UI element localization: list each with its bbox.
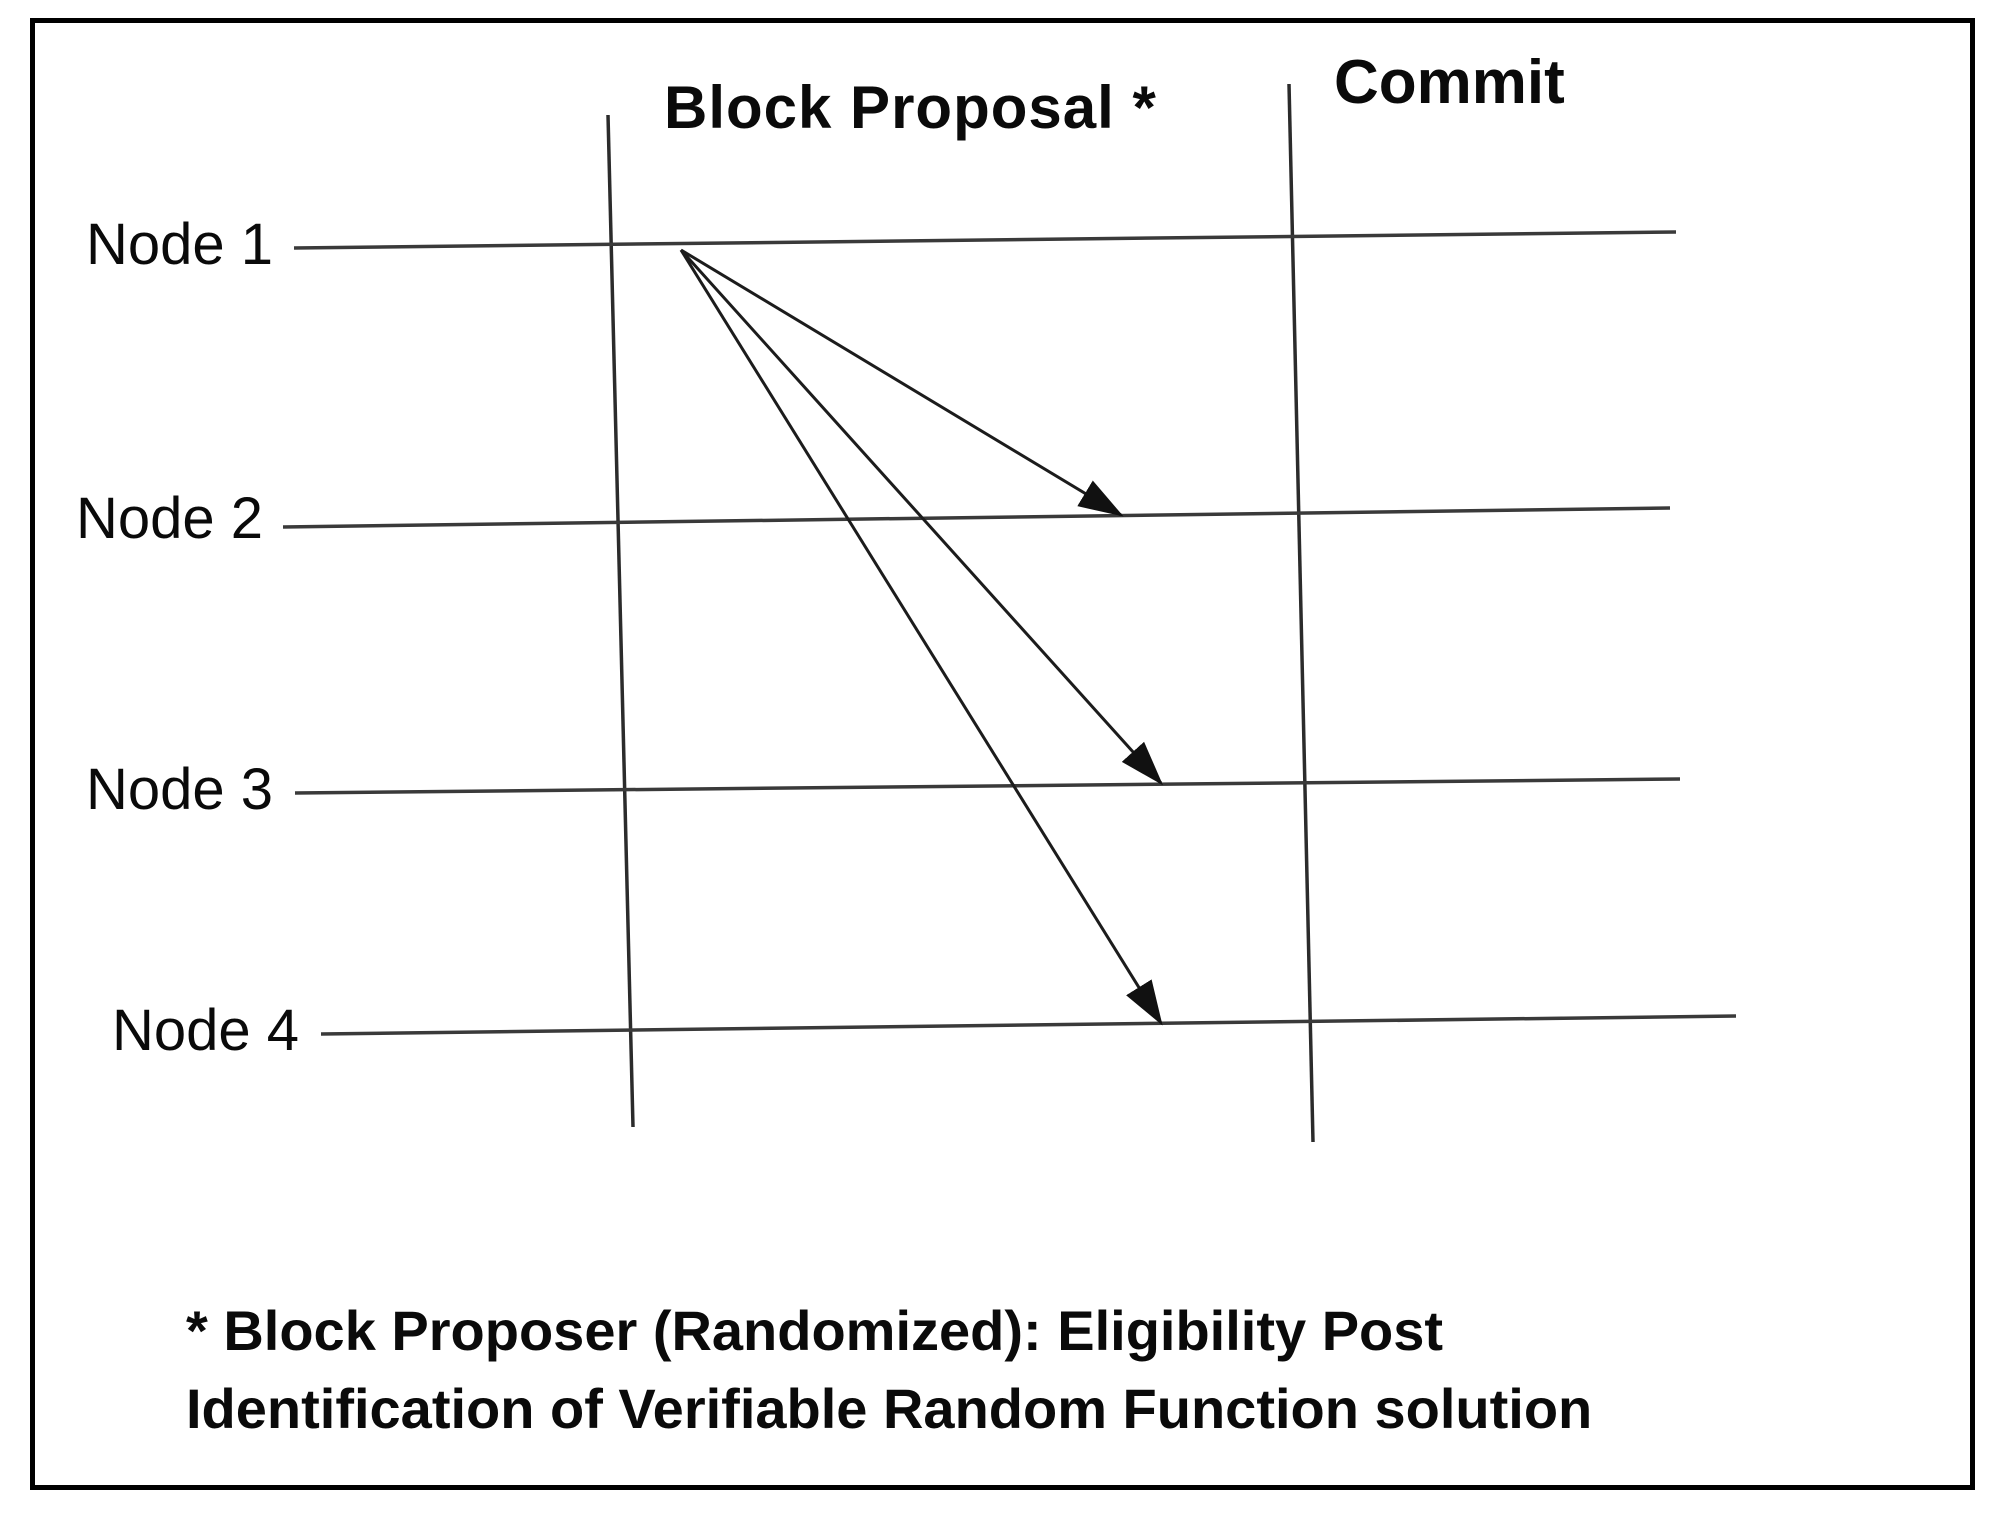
node-4-lifeline: [320, 1014, 1737, 1036]
footnote-line-2: Identification of Verifiable Random Func…: [186, 1377, 1593, 1440]
node-2-lifeline: [282, 506, 1671, 529]
proposal-arrow-to-node-3: [679, 248, 1164, 786]
node-3-label: Node 3: [86, 757, 274, 822]
node-1-lifeline: [293, 230, 1677, 250]
phase-title-commit: Commit: [1334, 48, 1565, 117]
node-2-label: Node 2: [76, 486, 264, 551]
phase-title-block-proposal: Block Proposal *: [664, 74, 1157, 141]
node-3-lifeline: [294, 777, 1681, 795]
node-4-label: Node 4: [112, 998, 300, 1063]
footnote-line-1: * Block Proposer (Randomized): Eligibili…: [186, 1299, 1444, 1362]
proposal-arrow-to-node-4: [679, 249, 1163, 1026]
node-1-label: Node 1: [86, 212, 274, 277]
phase-boundary-line-commit: [1287, 83, 1315, 1143]
proposal-arrow-to-node-2: [680, 248, 1124, 517]
footnote: * Block Proposer (Randomized): Eligibili…: [186, 1292, 1592, 1448]
diagram-border: [30, 18, 1975, 1490]
phase-boundary-line-proposal: [606, 114, 635, 1128]
